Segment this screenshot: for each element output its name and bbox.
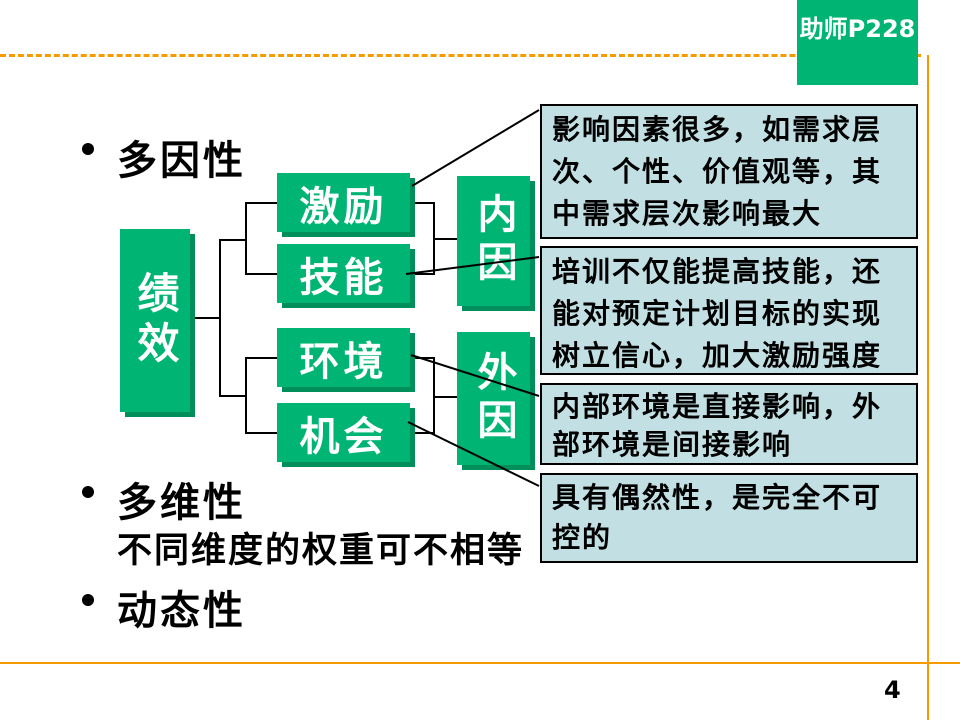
note-opportunity: 具有偶然性，是完全不可控的	[540, 473, 918, 563]
note-environment: 内部环境是直接影响，外部环境是间接影响	[540, 383, 918, 465]
box-motivation-label: 激励	[299, 183, 388, 230]
connector-bracket2-v	[245, 357, 247, 434]
right-vertical-line	[927, 55, 929, 720]
connector-bottom-link	[219, 395, 246, 397]
connector-to-motivation	[245, 202, 277, 204]
box-skill-label: 技能	[299, 254, 388, 301]
connector-motivation-out	[410, 202, 435, 204]
bullet-item-3: 动态性	[117, 588, 246, 634]
box-motivation: 激励	[277, 173, 410, 232]
note-motivation: 影响因素很多，如需求层次、个性、价值观等，其中需求层次影响最大	[540, 104, 918, 239]
reference-badge: 助师P228	[797, 0, 918, 85]
top-dashed-line	[0, 54, 921, 57]
note-skill: 培训不仅能提高技能，还能对预定计划目标的实现树立信心，加大激励强度	[540, 246, 918, 375]
connector-skill-out	[410, 273, 435, 275]
bullet-item-2-subtext: 不同维度的权重可不相等	[117, 531, 525, 571]
page-number: 4	[884, 676, 901, 704]
connector-opportunity-out	[410, 432, 435, 434]
box-performance-label: 绩效	[131, 270, 180, 371]
connector-bracket1-v	[245, 202, 247, 275]
bottom-horizontal-line	[0, 662, 960, 664]
box-opportunity: 机会	[277, 403, 410, 462]
bullet-dot-2	[82, 486, 94, 498]
bullet-dot-1	[82, 143, 94, 155]
callout-line-motivation	[411, 109, 540, 187]
box-skill: 技能	[277, 244, 410, 303]
connector-to-opportunity	[245, 432, 277, 434]
bullet-item-1: 多因性	[117, 138, 246, 184]
bullet-dot-3	[82, 594, 94, 606]
connector-to-environment	[245, 357, 277, 359]
box-external-cause-label: 外因	[470, 350, 517, 447]
connector-main-v	[219, 239, 221, 397]
connector-to-external	[433, 396, 457, 398]
box-performance: 绩效	[120, 229, 190, 412]
box-internal-cause: 内因	[457, 176, 530, 306]
box-environment: 环境	[277, 328, 410, 387]
connector-environment-out	[410, 357, 435, 359]
box-external-cause: 外因	[457, 332, 530, 465]
box-internal-cause-label: 内因	[470, 193, 517, 289]
bullet-item-2: 多维性	[117, 480, 246, 526]
box-environment-label: 环境	[299, 338, 388, 385]
connector-root-h	[190, 317, 220, 319]
connector-to-internal	[433, 238, 457, 240]
connector-to-skill	[245, 273, 277, 275]
connector-top-link	[219, 239, 246, 241]
box-opportunity-label: 机会	[299, 413, 388, 460]
